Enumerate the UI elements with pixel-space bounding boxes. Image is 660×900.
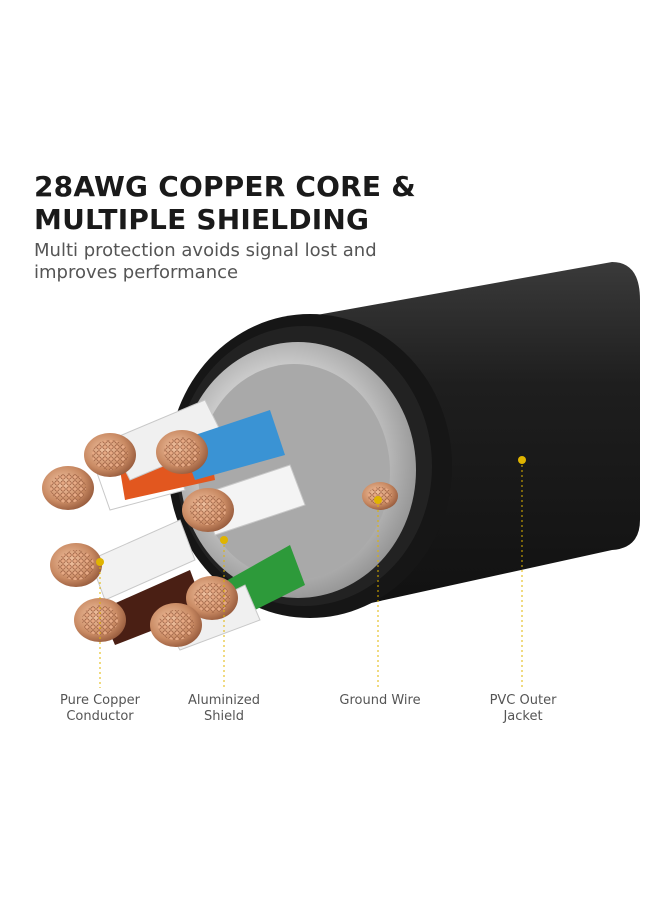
ground-wire [362,482,398,510]
callout-aluminized-shield: Aluminized Shield [159,693,289,725]
subheading-line-1: Multi protection avoids signal lost and [34,240,377,261]
callout-pure-copper-conductor: Pure Copper Conductor [35,693,165,725]
copper-conductors [42,430,238,647]
headline-line-1: 28AWG COPPER CORE & [34,170,416,203]
callout-shield-line-2: Shield [204,709,244,724]
callout-shield-line-1: Aluminized [188,693,260,708]
subheading-line-2: improves performance [34,262,239,283]
callout-ground-line-1: Ground Wire [339,693,421,708]
headline: 28AWG COPPER CORE & MULTIPLE SHIELDING [34,170,594,236]
callout-pvc-outer-jacket: PVC Outer Jacket [458,693,588,725]
callout-ground-wire: Ground Wire [315,693,445,709]
callout-copper-line-2: Conductor [66,709,134,724]
headline-line-2: MULTIPLE SHIELDING [34,203,370,236]
callout-leaders [96,456,526,688]
callout-copper-line-1: Pure Copper [60,693,140,708]
subheading: Multi protection avoids signal lost and … [34,240,594,284]
callout-jacket-line-1: PVC Outer [489,693,557,708]
callout-jacket-line-2: Jacket [503,709,543,724]
